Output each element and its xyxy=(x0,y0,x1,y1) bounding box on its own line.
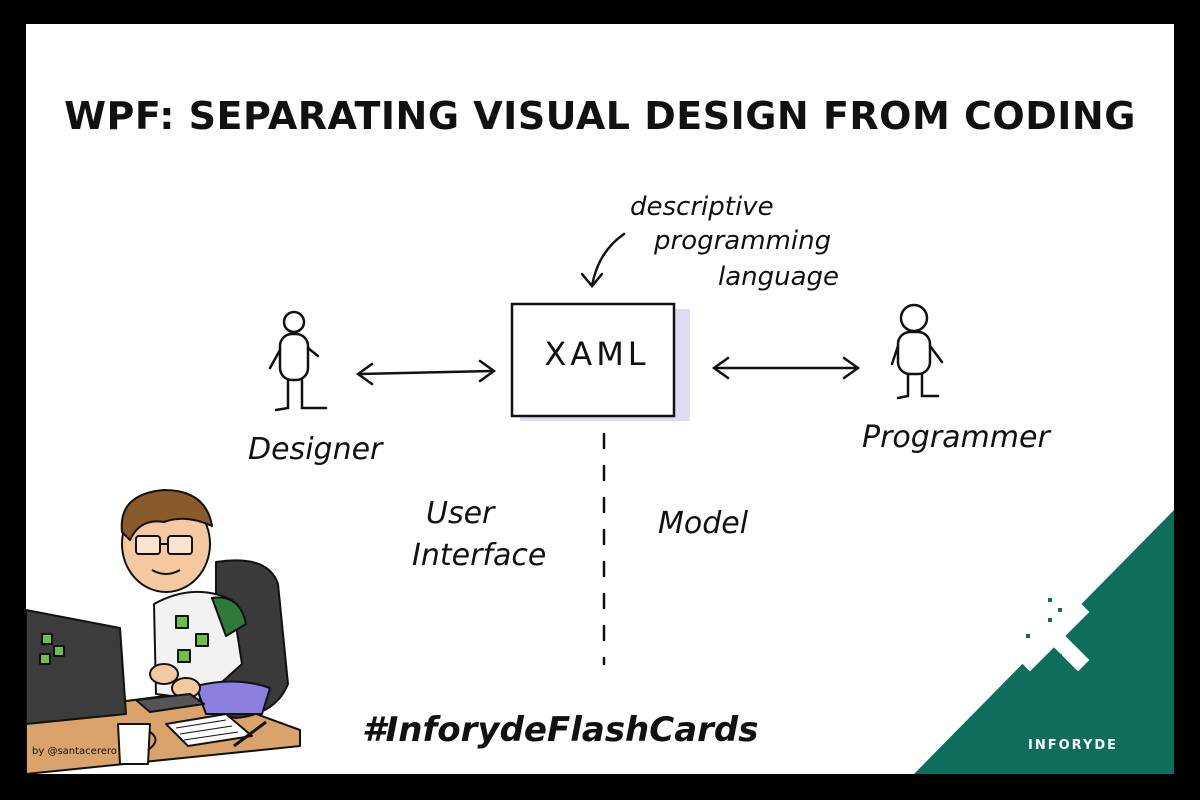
model-label: Model xyxy=(658,506,749,541)
user-interface-line-2: Interface xyxy=(412,538,547,573)
annotation-arrow xyxy=(580,232,626,288)
designer-arrow xyxy=(355,359,497,386)
programmer-figure xyxy=(890,303,944,400)
annotation-line-2: programming xyxy=(654,226,832,256)
annotation-line-1: descriptive xyxy=(630,192,774,222)
annotation-line-3: language xyxy=(718,262,840,292)
programmer-label: Programmer xyxy=(862,420,1050,455)
brand-corner xyxy=(914,510,1174,774)
hashtag-label: #InforydeFlashCards xyxy=(362,710,759,750)
xaml-label: XAML xyxy=(544,335,650,373)
card-title: WPF: SEPARATING VISUAL DESIGN FROM CODIN… xyxy=(64,94,1136,138)
inforyde-logo-icon xyxy=(1018,598,1090,672)
credit-label: by @santacerero xyxy=(32,746,117,757)
xaml-box xyxy=(510,302,690,421)
designer-label: Designer xyxy=(248,432,383,467)
diagram-art xyxy=(26,232,1174,774)
designer-figure xyxy=(268,310,328,412)
programmer-arrow xyxy=(711,356,861,380)
brand-label: INFORYDE xyxy=(1028,738,1119,753)
user-interface-line-1: User xyxy=(426,496,495,531)
flash-card: WPF: SEPARATING VISUAL DESIGN FROM CODIN… xyxy=(26,24,1174,774)
developer-illustration xyxy=(26,489,301,774)
